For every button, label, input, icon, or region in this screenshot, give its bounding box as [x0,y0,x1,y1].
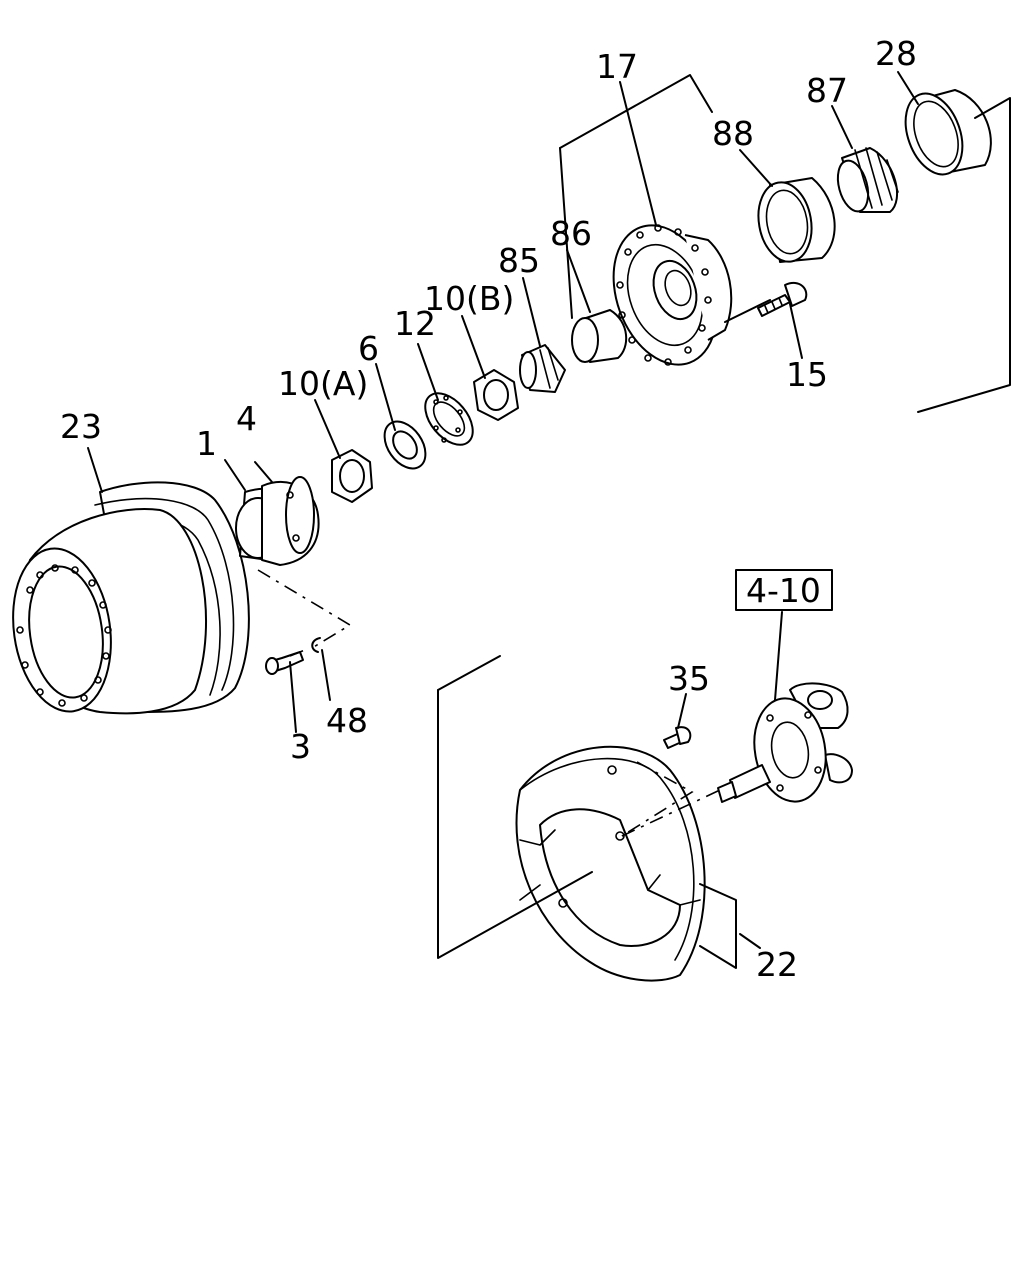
label-4: 4 [236,399,257,438]
hub-part-17 [612,224,733,366]
leader-lines [87,71,919,949]
lock-plate-part-12 [424,392,474,446]
label-12: 12 [394,304,436,343]
label-88: 88 [712,114,754,153]
bolt-part-35 [663,726,692,749]
nut-part-10b [473,369,519,421]
label-86: 86 [550,214,592,253]
assembly-centerline-lower [621,761,721,837]
label-6: 6 [358,329,379,368]
label-35: 35 [668,659,710,698]
part-labels: 23 1 4 10(A) 6 12 10(B) 85 86 17 88 87 2… [60,34,917,984]
label-28: 28 [875,34,917,73]
bolt-part-3 [265,651,304,675]
brake-drum-part-23 [12,481,250,715]
flange-part-4 [261,476,320,566]
hub-bolt-part-15 [757,281,808,317]
label-10a: 10(A) [278,364,368,403]
bearing-cone-part-85 [519,344,566,393]
label-1: 1 [196,424,217,463]
bearing-cup-part-86 [571,309,628,363]
label-85: 85 [498,241,540,280]
washer-part-6 [383,420,427,470]
assembly-bracket-upper [559,74,1011,413]
reference-box-4-10 [735,569,833,611]
steering-knuckle [717,682,853,803]
label-87: 87 [806,71,848,110]
backing-plate-part-22 [437,655,737,982]
label-48: 48 [326,701,368,740]
label-22: 22 [756,945,798,984]
label-17: 17 [596,47,638,86]
bearing-cup-part-88 [757,177,836,263]
nut-part-10a [331,449,373,503]
bearing-cone-part-87 [836,147,899,213]
label-10b: 10(B) [424,279,514,318]
label-ref-4-10: 4-10 [746,571,821,610]
label-23: 23 [60,407,102,446]
lock-washer-part-48 [311,637,321,653]
oil-seal-part-28 [904,89,992,176]
assembly-centerline-upper [257,569,352,657]
label-15: 15 [786,355,828,394]
label-3: 3 [290,727,311,766]
